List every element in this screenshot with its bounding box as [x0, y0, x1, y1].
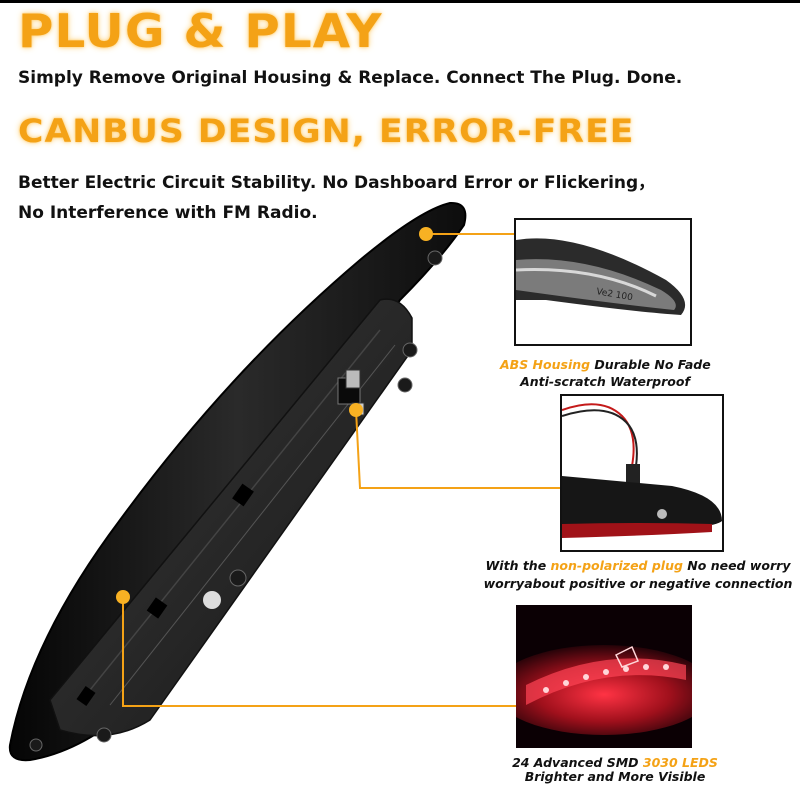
heading-plug-and-play: PLUG & PLAY — [18, 4, 383, 58]
housing-body — [49, 298, 413, 737]
canbus-description-line-2: No Interference with FM Radio. — [18, 203, 318, 223]
plug-caption-line-2: worryabout positive or negative connecti… — [483, 576, 793, 591]
plug-closeup — [560, 394, 724, 552]
callout-dot-housing — [419, 227, 433, 241]
abs-housing-closeup: Ve2 100 — [514, 218, 692, 346]
canbus-description-line-1: Better Electric Circuit Stability. No Da… — [18, 173, 656, 193]
top-border — [0, 0, 800, 3]
led-lit-closeup — [516, 605, 692, 748]
plug-caption-line-1: With the non-polarized plug No need worr… — [485, 558, 791, 573]
abs-housing-caption-line-1: ABS Housing Durable No Fade — [500, 357, 711, 372]
led-caption-line-1: 24 Advanced SMD 3030 LEDS — [512, 755, 718, 770]
callout-dot-leds — [116, 590, 130, 604]
abs-housing-caption-line-2: Anti-scratch Waterproof — [520, 374, 690, 389]
callout-dot-plug — [349, 403, 363, 417]
plug-play-description: Simply Remove Original Housing & Replace… — [18, 68, 683, 88]
led-caption-line-2: Brighter and More Visible — [524, 769, 706, 784]
heading-canbus-design: CANBUS DESIGN, ERROR-FREE — [18, 112, 635, 150]
